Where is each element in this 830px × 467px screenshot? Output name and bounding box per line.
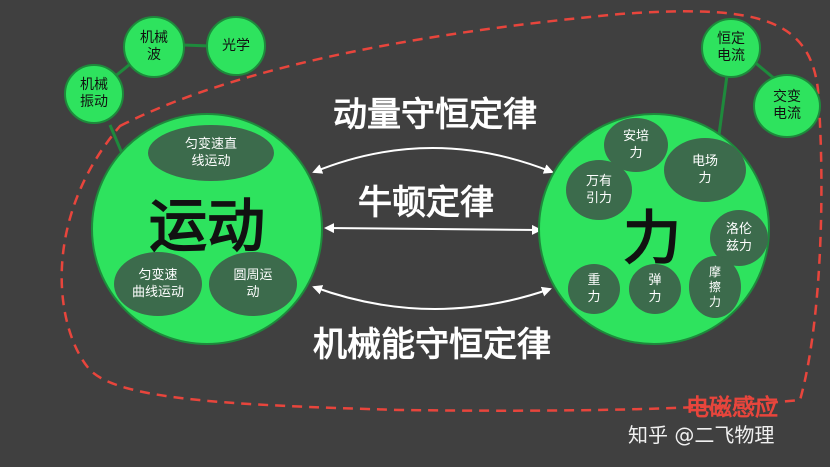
direct-current-node: 恒定 电流 — [701, 18, 761, 78]
momentum-arrow — [312, 147, 554, 174]
momentum-conservation-label: 动量守恒定律 — [333, 95, 537, 135]
motion-title: 运动 — [148, 192, 265, 260]
electric-field-force-node: 电场 力 — [664, 138, 746, 202]
mechanical-vibration-node: 机械 振动 — [64, 64, 124, 124]
watermark: 知乎 @二飞物理 — [628, 423, 775, 447]
gravitation-node: 万有 引力 — [566, 160, 632, 220]
elastic-force-node: 弹 力 — [629, 264, 681, 314]
mechanical-energy-conservation-label: 机械能守恒定律 — [313, 325, 551, 365]
newton-laws-label: 牛顿定律 — [358, 183, 494, 223]
connector-wave-optics — [182, 43, 211, 48]
alternating-current-label: 交变 电流 — [773, 89, 801, 122]
force-title: 力 — [622, 204, 681, 272]
mechanical-wave-label: 机械 波 — [140, 30, 168, 63]
gravitation-label: 万有 引力 — [585, 174, 612, 206]
circular-motion-node: 圆周运 动 — [209, 252, 297, 316]
alternating-current-node: 交变 电流 — [753, 74, 821, 138]
optics-label: 光学 — [222, 37, 250, 54]
uniform-accel-linear-label: 匀变速直 线运动 — [184, 137, 237, 169]
electromagnetic-induction-label: 电磁感应 — [686, 395, 778, 421]
circular-motion-label: 圆周运 动 — [233, 268, 273, 300]
uniform-accel-linear-node: 匀变速直 线运动 — [148, 125, 274, 181]
ampere-force-label: 安培 力 — [622, 129, 649, 161]
friction-label: 摩 擦 力 — [708, 264, 721, 309]
gravity-label: 重 力 — [587, 273, 601, 305]
energy-arrow — [312, 285, 552, 310]
newton-arrow — [324, 223, 542, 235]
gravity-node: 重 力 — [568, 264, 620, 314]
friction-node: 摩 擦 力 — [689, 256, 741, 318]
uniform-accel-curvilinear-node: 匀变速 曲线运动 — [114, 252, 202, 316]
lorentz-force-label: 洛伦 兹力 — [725, 222, 752, 254]
direct-current-label: 恒定 电流 — [717, 31, 745, 64]
mechanical-wave-node: 机械 波 — [123, 16, 185, 78]
mechanical-vibration-label: 机械 振动 — [80, 77, 108, 110]
uniform-accel-curvilinear-label: 匀变速 曲线运动 — [131, 268, 184, 300]
connector-dc-force — [716, 67, 730, 143]
electric-field-force-label: 电场 力 — [691, 154, 718, 186]
elastic-force-label: 弹 力 — [648, 273, 662, 305]
optics-node: 光学 — [206, 16, 266, 76]
electromagnetism-boundary — [60, 10, 823, 412]
